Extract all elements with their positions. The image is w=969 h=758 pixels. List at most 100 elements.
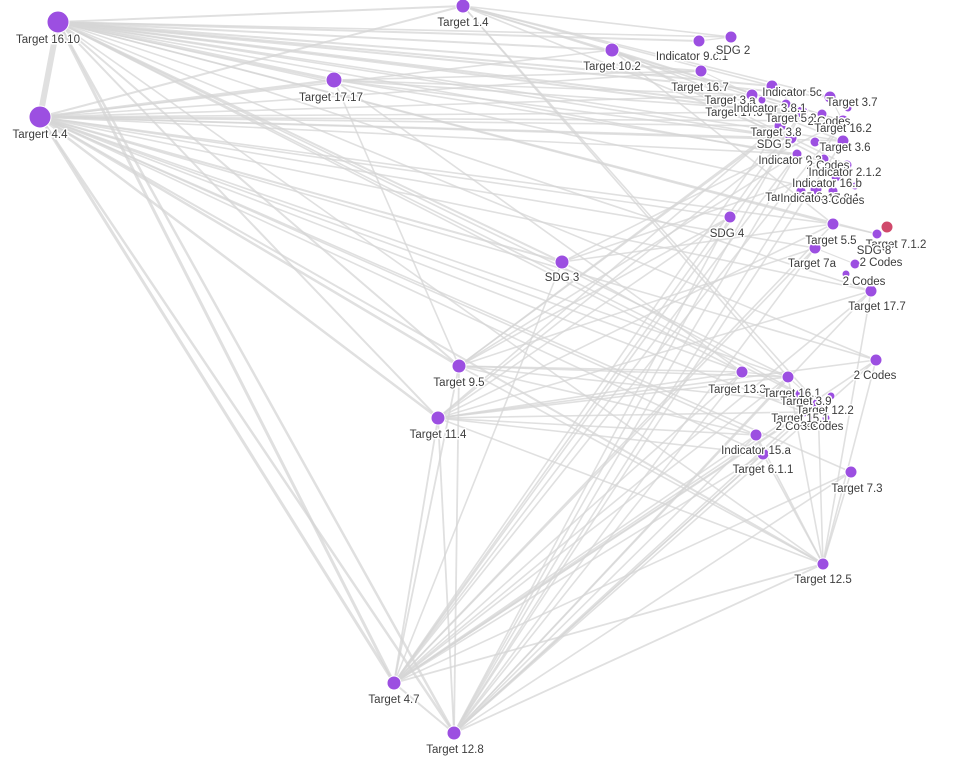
graph-node-x1[interactable]: [809, 136, 821, 148]
graph-edge: [37, 19, 61, 120]
graph-node-i16b[interactable]: [830, 171, 842, 183]
graph-node-t13_3[interactable]: [735, 365, 749, 379]
graph-edge: [458, 365, 789, 378]
graph-node-c2a[interactable]: [816, 108, 828, 120]
graph-node-c2c[interactable]: [849, 258, 861, 270]
graph-node-label-i9_3: Indicator 9.3: [758, 155, 821, 167]
graph-edge: [437, 371, 743, 419]
graph-node-t1_4[interactable]: [455, 0, 471, 14]
graph-node-c2f[interactable]: [807, 415, 817, 425]
graph-node-label-c2c: 2 Codes: [860, 257, 903, 269]
graph-node-i1781[interactable]: [809, 182, 823, 196]
graph-edge: [39, 116, 844, 142]
graph-node-t611[interactable]: [756, 447, 770, 461]
graph-edge: [453, 216, 731, 734]
graph-edge: [393, 137, 792, 684]
graph-node-t17_7[interactable]: [864, 284, 878, 298]
graph-node-x4[interactable]: [826, 391, 836, 401]
graph-node-label-c2b: 2 Codes: [807, 160, 850, 172]
graph-node-t712[interactable]: [880, 220, 894, 234]
graph-node-sdg5[interactable]: [784, 131, 798, 145]
graph-node-c3b[interactable]: [821, 413, 831, 423]
graph-edge: [39, 116, 824, 565]
graph-edge: [57, 21, 872, 292]
graph-node-t16_7[interactable]: [694, 64, 708, 78]
graph-node-x3[interactable]: [757, 95, 767, 105]
graph-node-t12_2[interactable]: [811, 397, 825, 411]
graph-node-t16_10[interactable]: [46, 10, 70, 34]
graph-edge: [38, 115, 396, 685]
graph-node-t12_8[interactable]: [446, 725, 462, 741]
graph-edge: [437, 411, 805, 419]
graph-node-t9_5[interactable]: [451, 358, 467, 374]
graph-node-sdg3[interactable]: [554, 254, 570, 270]
graph-node-c3a[interactable]: [827, 185, 839, 197]
graph-node-t3_7[interactable]: [823, 90, 837, 104]
graph-edge: [437, 417, 757, 436]
graph-node-t5_5[interactable]: [826, 217, 840, 231]
graph-edge: [393, 111, 803, 684]
graph-node-label-t611: Target 6.1.1: [733, 464, 794, 476]
graph-edge: [437, 216, 731, 419]
graph-node-t12_5[interactable]: [816, 557, 830, 571]
graph-edge: [458, 365, 819, 405]
graph-node-t15_1[interactable]: [798, 406, 810, 418]
graph-node-t17_6[interactable]: [742, 103, 754, 115]
graph-edge: [333, 79, 798, 155]
graph-edge: [453, 247, 816, 734]
graph-node-label-c2d: 2 Codes: [843, 276, 886, 288]
graph-edge: [453, 434, 757, 734]
graph-node-label-c2a: 2 Codes: [808, 116, 851, 128]
graph-edge: [453, 290, 872, 734]
graph-node-t5_2[interactable]: [795, 105, 809, 119]
graph-node-t4_4[interactable]: [28, 105, 52, 129]
graph-node-t7a[interactable]: [808, 241, 822, 255]
graph-edge: [39, 116, 731, 218]
graph-node-t16_2[interactable]: [836, 114, 850, 128]
graph-node-c2d[interactable]: [841, 269, 851, 279]
graph-edge: [57, 21, 460, 367]
graph-node-x2[interactable]: [850, 181, 860, 191]
graph-edge: [39, 116, 844, 122]
graph-node-t10_2[interactable]: [604, 42, 620, 58]
graph-node-label-t12_5: Target 12.5: [794, 574, 852, 586]
graph-edge: [39, 111, 803, 118]
graph-node-t7_3[interactable]: [844, 465, 858, 479]
graph-node-i15a[interactable]: [749, 428, 763, 442]
graph-node-t4_7[interactable]: [386, 675, 402, 691]
graph-node-x8[interactable]: [843, 103, 853, 113]
graph-node-label-i9c1: Indicator 9.c.1: [656, 51, 728, 63]
graph-node-label-i212: Indicator 2.1.2: [809, 167, 882, 179]
graph-edge: [39, 116, 798, 155]
graph-node-t3_6[interactable]: [836, 134, 850, 148]
graph-node-t11_4[interactable]: [430, 410, 446, 426]
graph-node-t17_17[interactable]: [325, 71, 343, 89]
graph-node-t16_1[interactable]: [781, 370, 795, 384]
graph-edge: [462, 5, 792, 139]
graph-edge: [787, 376, 824, 565]
graph-edge: [453, 111, 803, 734]
graph-node-label-t712: Target 7.1.2: [866, 239, 927, 251]
graph-node-t17_8[interactable]: [795, 185, 807, 197]
graph-node-t3_8[interactable]: [773, 119, 787, 133]
graph-node-label-t3_6: Target 3.6: [819, 142, 870, 154]
graph-edge: [453, 153, 798, 734]
graph-node-sdg8[interactable]: [871, 228, 883, 240]
graph-node-i212[interactable]: [841, 159, 853, 171]
graph-node-i381[interactable]: [780, 98, 792, 110]
graph-node-c2b[interactable]: [818, 153, 830, 165]
graph-node-t3a[interactable]: [745, 88, 759, 102]
graph-node-label-t17_6: Target 17.6: [705, 107, 763, 119]
graph-node-i5c[interactable]: [765, 79, 779, 93]
graph-edge: [561, 223, 834, 263]
graph-node-sdg4[interactable]: [723, 210, 737, 224]
graph-node-i9c1[interactable]: [692, 34, 706, 48]
graph-node-c2e[interactable]: [869, 353, 883, 367]
graph-node-t3_9[interactable]: [794, 388, 806, 400]
graph-node-label-t3_9: Target 3.9: [780, 396, 831, 408]
graph-node-label-t16_7: Target 16.7: [671, 82, 729, 94]
graph-node-label-i381: Indicator 3.8.1: [734, 103, 807, 115]
graph-node-i9_3[interactable]: [791, 148, 803, 160]
graph-node-sdg2[interactable]: [724, 30, 738, 44]
